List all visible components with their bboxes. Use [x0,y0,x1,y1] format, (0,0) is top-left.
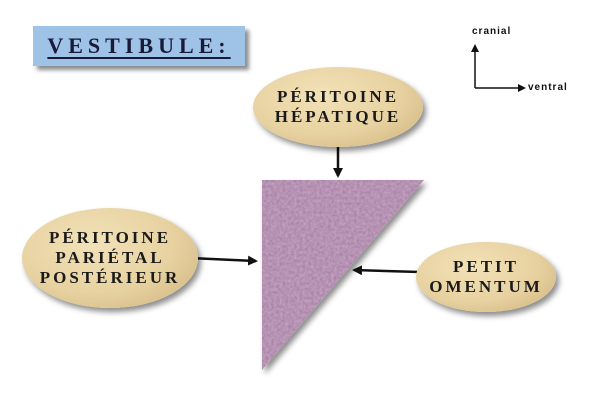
vestibule-triangle [262,180,424,370]
label-peritoine-hepatique: PÉRITOINE HÉPATIQUE [253,67,423,147]
arrow-omentum [352,265,421,276]
orientation-axes [471,44,526,92]
label-line: PÉRITOINE [48,228,172,247]
diagram-title: VESTIBULE: [47,33,231,58]
title-banner: VESTIBULE: [33,26,245,66]
label-peritoine-parietal-posterieur: PÉRITOINE PARIÉTAL POSTÉRIEUR [22,208,198,308]
axis-label-cranial: cranial [472,26,512,37]
label-line: PETIT [452,257,520,276]
label-line: PÉRITOINE [276,87,400,106]
axis-label-ventral: ventral [528,82,568,93]
label-line: PARIÉTAL [55,248,165,267]
label-line: OMENTUM [429,277,543,296]
label-line: HÉPATIQUE [274,107,402,126]
arrow-parietal [189,255,258,266]
label-line: POSTÉRIEUR [39,268,181,287]
label-petit-omentum: PETIT OMENTUM [416,242,556,312]
